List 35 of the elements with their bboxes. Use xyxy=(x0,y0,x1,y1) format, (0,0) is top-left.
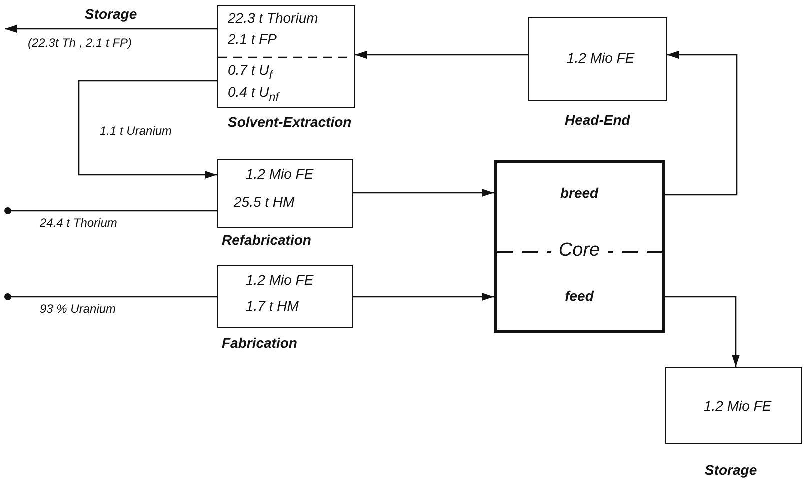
node-text: 1.2 Mio FE xyxy=(567,50,635,66)
reactor-core-box xyxy=(494,160,665,333)
edge-label: 93 % Uranium xyxy=(40,302,116,316)
edge-label: 1.1 t Uranium xyxy=(100,124,172,138)
node-text: 0.4 t U$_{nf}$ xyxy=(228,84,279,106)
node-text: 1.2 Mio FE xyxy=(246,166,314,182)
arrow xyxy=(355,51,528,59)
node-text: breed xyxy=(560,185,599,201)
node-text: 1.2 Mio FE xyxy=(704,398,772,414)
node-text: 25.5 t HM xyxy=(234,194,295,210)
node-text: feed xyxy=(565,288,594,304)
box-caption: Refabrication xyxy=(222,232,312,248)
arrow xyxy=(353,293,494,301)
process-box xyxy=(217,265,353,328)
box-caption: Head-End xyxy=(565,112,630,128)
storage-box xyxy=(665,367,802,444)
node-text: 1.7 t HM xyxy=(246,298,299,314)
node-text: 2.1 t FP xyxy=(228,31,278,47)
edge-label: 24.4 t Thorium xyxy=(40,216,118,230)
node-text: 0.7 t U$_{f}$ xyxy=(228,62,272,84)
arrow xyxy=(665,296,740,367)
node-text: 22.3 t Thorium xyxy=(228,10,318,26)
edge-label: (22.3t Th , 2.1 t FP) xyxy=(28,36,132,50)
storage-label: Storage xyxy=(85,6,138,22)
arrow xyxy=(665,51,738,196)
arrow xyxy=(78,80,217,179)
process-box xyxy=(528,17,667,101)
process-box xyxy=(217,159,353,228)
box-caption: Storage xyxy=(705,462,758,478)
node-text: 1.2 Mio FE xyxy=(246,272,314,288)
arrow xyxy=(5,25,217,33)
box-caption: Fabrication xyxy=(222,335,298,351)
arrow xyxy=(353,189,494,197)
process-box xyxy=(217,5,355,108)
box-caption: Solvent-Extraction xyxy=(228,114,352,130)
